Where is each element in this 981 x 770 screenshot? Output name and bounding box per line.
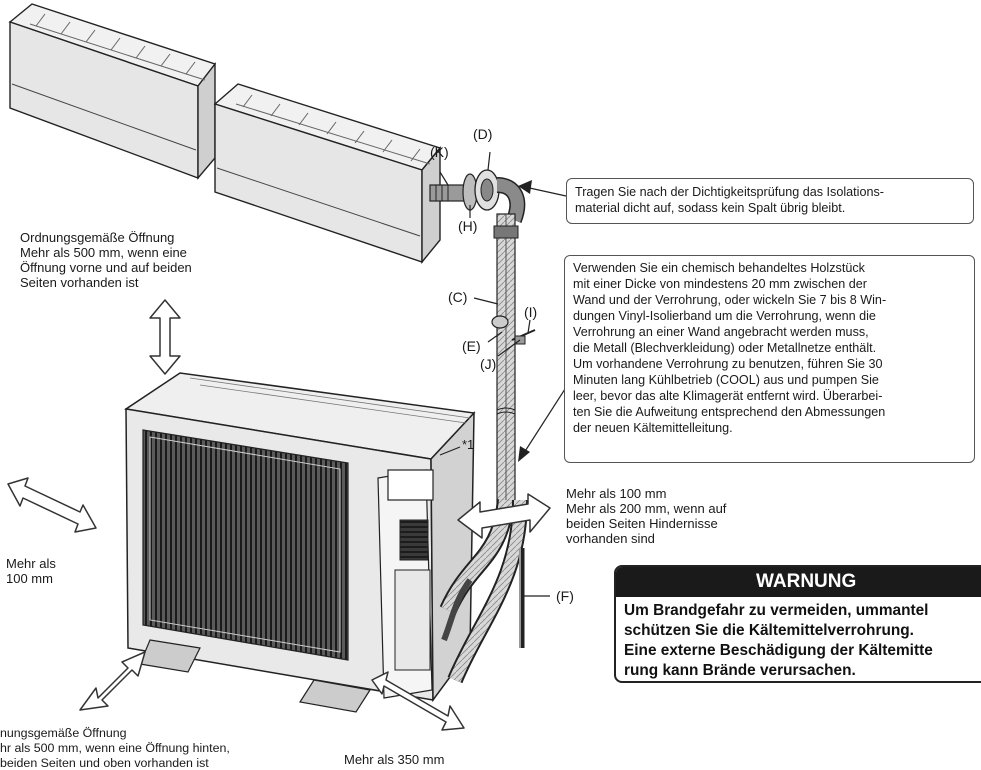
clearance-arrows (7, 299, 551, 731)
label-star1: *1 (462, 437, 475, 452)
clearance-left-text: Mehr als 100 mm (6, 556, 56, 586)
label-J: (J) (480, 356, 497, 372)
callout-arrowheads (518, 180, 532, 462)
clearance-back-text: nungsgemäße Öffnung hr als 500 mm, wenn … (0, 726, 230, 770)
label-C: (C) (448, 289, 468, 305)
label-K: (K) (430, 144, 449, 160)
pipe-run (491, 177, 536, 515)
callout-insulation: Tragen Sie nach der Dichtigkeitsprüfung … (566, 178, 974, 224)
warning-header: WARNUNG (616, 567, 981, 597)
label-F: (F) (556, 588, 574, 604)
indoor-unit-left (8, 3, 217, 180)
warning-title: WARNUNG (756, 571, 857, 592)
label-H: (H) (458, 218, 478, 234)
label-D: (D) (473, 126, 493, 142)
indoor-unit-right (213, 83, 442, 264)
outdoor-unit (123, 372, 476, 713)
callout-wood: Verwenden Sie ein chemisch behandeltes H… (564, 255, 975, 463)
clearance-front-text: Mehr als 350 mm (344, 752, 445, 767)
label-I: (I) (524, 304, 538, 320)
label-E: (E) (462, 338, 481, 354)
clearance-top-text: Ordnungsgemäße Öffnung Mehr als 500 mm, … (20, 230, 192, 290)
clearance-right-text: Mehr als 100 mm Mehr als 200 mm, wenn au… (566, 486, 727, 546)
pipe-connection (429, 169, 500, 211)
warning-body: Um Brandgefahr zu vermeiden, ummantel sc… (624, 602, 933, 679)
warning-box: WARNUNG Um Brandgefahr zu vermeiden, umm… (614, 565, 981, 683)
